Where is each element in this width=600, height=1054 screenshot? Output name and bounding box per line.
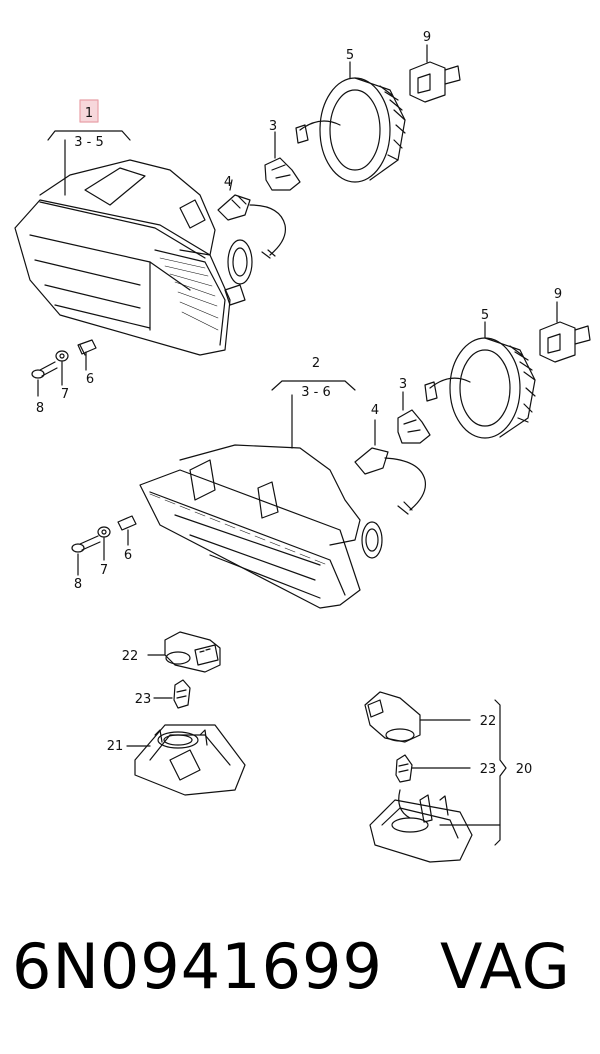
screw-group-upper — [31, 339, 97, 397]
lamp-holder-21 — [126, 724, 246, 796]
part-number: 6N0941699 — [12, 930, 383, 1003]
callout-9-lower: 9 — [554, 287, 562, 302]
callout-1: 1 — [85, 106, 93, 121]
bulb-4-upper — [217, 179, 287, 259]
callout-6-lower: 6 — [124, 548, 132, 563]
callout-5-lower: 5 — [481, 308, 489, 323]
bulb-23-right — [395, 754, 471, 783]
callout-1-highlight — [79, 99, 99, 123]
callout-3-upper: 3 — [269, 119, 277, 134]
callout-20: 20 — [516, 762, 533, 777]
callout-2: 2 — [312, 356, 320, 371]
bulb-4-lower — [354, 419, 427, 515]
callout-21: 21 — [107, 739, 124, 754]
callout-22-right: 22 — [480, 714, 497, 729]
socket-22-right — [364, 691, 471, 743]
parts-diagram: 1 3 - 5 3 4 5 9 6 7 8 2 3 - 6 3 4 5 9 6 … — [14, 30, 591, 863]
headlamp-assembly-1 — [14, 139, 253, 356]
callout-2-range: 3 - 6 — [301, 385, 331, 400]
clip-3-lower — [397, 391, 431, 444]
callout-1-range: 3 - 5 — [74, 135, 104, 150]
callout-8-lower: 8 — [74, 577, 82, 592]
callout-6-upper: 6 — [86, 372, 94, 387]
callout-9-upper: 9 — [423, 30, 431, 45]
callout-23-right: 23 — [480, 762, 497, 777]
clip-3-upper — [264, 131, 301, 191]
callout-bracket-2 — [271, 380, 356, 391]
headlamp-assembly-2 — [139, 394, 383, 609]
callout-23-left: 23 — [135, 692, 152, 707]
socket-22-left — [147, 631, 221, 673]
reflector-5-lower — [424, 321, 536, 439]
connector-9-lower — [539, 301, 591, 363]
reflector-5-upper — [295, 61, 406, 183]
callout-8-upper: 8 — [36, 401, 44, 416]
callout-7-upper: 7 — [61, 387, 69, 402]
callout-5-upper: 5 — [346, 48, 354, 63]
brand-label: VAG — [440, 930, 571, 1003]
lamp-housing-20 — [369, 789, 501, 863]
callout-7-lower: 7 — [100, 563, 108, 578]
callout-4-lower: 4 — [371, 403, 379, 418]
connector-9-upper — [409, 44, 461, 103]
screw-group-lower — [71, 515, 137, 576]
bulb-23-left — [153, 679, 191, 709]
callout-4-upper: 4 — [224, 175, 232, 190]
callout-3-lower: 3 — [399, 377, 407, 392]
callout-22-left: 22 — [122, 649, 139, 664]
callout-labels: 1 3 - 5 3 4 5 9 6 7 8 2 3 - 6 3 4 5 9 6 … — [36, 30, 562, 777]
callout-bracket-20 — [494, 699, 507, 846]
callout-bracket-1 — [47, 130, 131, 141]
